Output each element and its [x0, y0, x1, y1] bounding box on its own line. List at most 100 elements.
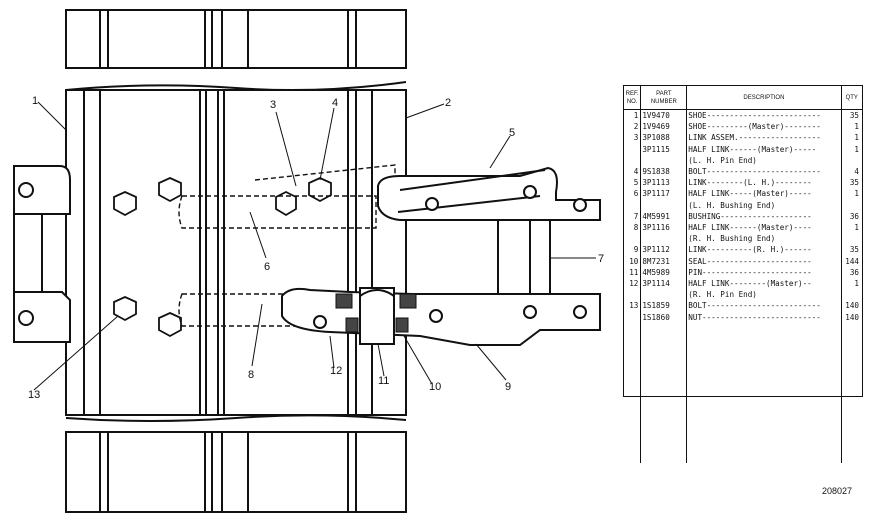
- row-qty: 35: [849, 178, 859, 188]
- row-ref-no: 7: [624, 210, 642, 223]
- row-part-number: [640, 199, 688, 211]
- callout-8: 8: [248, 369, 254, 381]
- row-description: LINK ASSEM.------------------: [686, 132, 842, 144]
- row-part-number: 1S1859: [640, 300, 688, 312]
- row-qty: 1: [854, 122, 859, 132]
- row-ref-no: 6: [624, 188, 642, 200]
- table-row: (R. H. Pin End): [624, 289, 862, 301]
- row-description: (L. H. Pin End): [686, 154, 842, 167]
- row-description: (R. H. Bushing End): [686, 233, 842, 245]
- callout-13: 13: [28, 389, 40, 401]
- row-ref-no: [624, 143, 642, 155]
- callout-1: 1: [32, 95, 38, 107]
- table-row: (L. H. Bushing End): [624, 199, 862, 211]
- table-row: 3P1115 HALF LINK------(Master)-----1: [624, 143, 862, 155]
- row-description: BOLT-------------------------: [686, 166, 842, 178]
- row-qty: [841, 155, 862, 166]
- blank-cell: [841, 323, 862, 463]
- bolt-heads: [113, 177, 332, 338]
- row-description: (R. H. Pin End): [686, 289, 842, 301]
- row-ref-no: 8: [624, 222, 642, 234]
- row-ref-no: 3: [624, 132, 642, 144]
- blank-cell: [624, 322, 642, 463]
- row-ref-no: 12: [624, 278, 642, 290]
- row-ref-no: 4: [624, 166, 642, 178]
- track-shoe-bottom: [65, 431, 407, 513]
- row-part-number: 1V9470: [640, 109, 688, 122]
- row-qty: 1: [854, 144, 859, 154]
- parts-table-header-row: REF. NO. PART NUMBER DESCRIPTION QTY: [624, 86, 862, 110]
- callout-10: 10: [429, 381, 441, 393]
- callout-4: 4: [332, 97, 338, 109]
- row-part-number: 8M7231: [640, 255, 688, 267]
- callout-9: 9: [505, 381, 511, 393]
- row-qty: [841, 200, 862, 211]
- row-qty: 1: [854, 189, 859, 199]
- blank-cell: [686, 322, 842, 463]
- row-qty: 36: [849, 211, 859, 221]
- row-description: HALF LINK--------(Master)--: [686, 278, 842, 290]
- row-ref-no: 11: [624, 266, 642, 279]
- row-description: (L. H. Bushing End): [686, 199, 842, 211]
- row-part-number: 4M5989: [640, 266, 688, 279]
- right-link-upper: [377, 166, 601, 221]
- row-ref-no: [624, 289, 642, 301]
- row-description: HALF LINK------(Master)----: [686, 222, 842, 234]
- row-part-number: 1V9469: [640, 121, 688, 133]
- row-ref-no: [624, 199, 642, 211]
- row-qty: [841, 289, 862, 300]
- row-qty: 1: [854, 223, 859, 233]
- callout-6: 6: [264, 261, 270, 273]
- row-ref-no: [624, 233, 642, 245]
- row-description: SHOE-------------------------: [686, 109, 842, 122]
- track-assembly-drawing: 1 2 3 4 5 6 7 8 9 10 11 12 13: [13, 9, 604, 513]
- row-part-number: 3P1116: [640, 222, 688, 234]
- header-part-number: PART NUMBER: [640, 86, 688, 110]
- callout-12: 12: [330, 365, 342, 377]
- header-ref-no: REF. NO.: [624, 86, 642, 110]
- row-description: PIN------------------------: [686, 266, 842, 279]
- left-link-upper: [13, 165, 71, 215]
- row-ref-no: [624, 154, 642, 167]
- figure-number: 208027: [822, 486, 853, 496]
- row-part-number: 3P1112: [640, 244, 688, 256]
- row-part-number: 3P1115: [640, 143, 688, 155]
- callout-7: 7: [598, 253, 604, 265]
- track-shoe-main: [65, 81, 407, 422]
- row-qty: 1: [854, 279, 859, 289]
- row-part-number: [640, 289, 688, 301]
- row-ref-no: 13: [624, 300, 642, 312]
- blank-cell: [640, 322, 688, 463]
- callout-2: 2: [445, 97, 451, 109]
- seal-section: [335, 293, 417, 333]
- row-part-number: 3P1088: [640, 132, 688, 144]
- row-qty: [841, 233, 862, 244]
- row-description: NUT--------------------------: [686, 311, 842, 323]
- row-description: BUSHING--------------------: [686, 210, 842, 223]
- row-qty: 140: [845, 301, 859, 311]
- header-qty: QTY: [841, 86, 862, 110]
- row-part-number: 9S1838: [640, 166, 688, 178]
- table-row: (L. H. Pin End): [624, 154, 862, 167]
- row-qty: 140: [845, 312, 859, 322]
- header-description: DESCRIPTION: [686, 86, 842, 110]
- row-ref-no: 9: [624, 244, 642, 256]
- callout-5: 5: [509, 127, 515, 139]
- row-ref-no: 2: [624, 121, 642, 133]
- row-description: HALF LINK-----(Master)-----: [686, 188, 842, 200]
- row-ref-no: 1: [624, 109, 642, 122]
- row-part-number: [640, 233, 688, 245]
